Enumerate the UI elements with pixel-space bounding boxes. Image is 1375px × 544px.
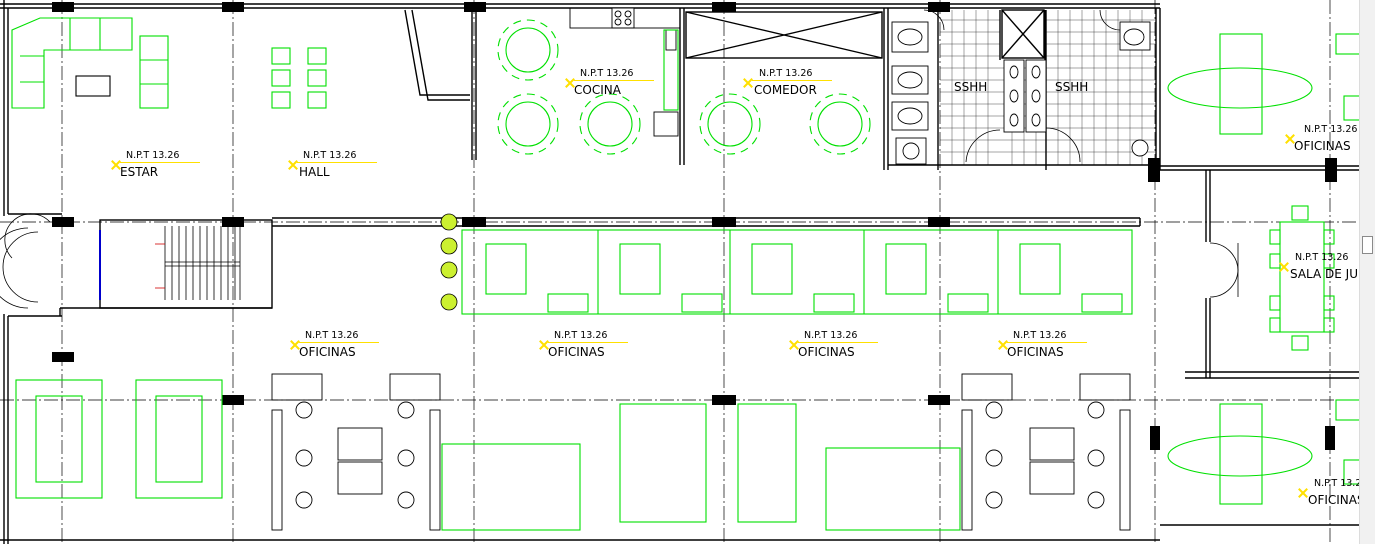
room-label-estar: ESTAR <box>120 165 159 179</box>
level-underline <box>798 342 878 343</box>
level-label-oficinas-top-right: N.P.T 13.26 <box>1304 124 1358 135</box>
furniture <box>11 17 1361 531</box>
level-mark-icon <box>1300 490 1306 496</box>
level-label-oficinas-1: N.P.T 13.26 <box>305 330 359 341</box>
level-label-cocina: N.P.T 13.26 <box>580 68 634 79</box>
level-label-comedor: N.P.T 13.26 <box>759 68 813 79</box>
level-underline <box>574 80 654 81</box>
level-mark-icon <box>791 342 797 348</box>
level-mark-icon <box>292 342 298 348</box>
room-label-hall: HALL <box>299 165 330 179</box>
level-mark-icon <box>290 162 296 168</box>
room-label-sshh-2: SSHH <box>1055 80 1089 94</box>
level-underline <box>297 162 377 163</box>
level-underline <box>548 342 628 343</box>
room-label-sshh-1: SSHH <box>954 80 988 94</box>
level-mark-icon <box>1281 264 1287 270</box>
doors <box>923 9 1239 298</box>
room-label-comedor: COMEDOR <box>754 83 817 97</box>
room-label-oficinas-bottom-right: OFICINAS <box>1308 493 1365 507</box>
level-label-oficinas-2: N.P.T 13.26 <box>554 330 608 341</box>
stairs <box>0 213 241 309</box>
room-label-oficinas-2: OFICINAS <box>548 345 605 359</box>
level-label-estar: N.P.T 13.26 <box>126 150 180 161</box>
room-label-cocina: COCINA <box>574 83 621 97</box>
room-label-oficinas-4: OFICINAS <box>1007 345 1064 359</box>
room-label-oficinas-top-right: OFICINAS <box>1294 139 1351 153</box>
room-label-sala-de-juntas: SALA DE JUN <box>1290 267 1367 281</box>
level-mark-icon <box>541 342 547 348</box>
level-underline <box>120 162 200 163</box>
bathroom-fixtures <box>569 7 1151 165</box>
level-underline <box>1007 342 1087 343</box>
level-mark-icon <box>745 80 751 86</box>
executive-desks <box>271 373 1131 531</box>
level-label-oficinas-4: N.P.T 13.26 <box>1013 330 1067 341</box>
planters <box>440 213 458 311</box>
level-mark-icon <box>113 162 119 168</box>
room-label-oficinas-3: OFICINAS <box>798 345 855 359</box>
room-label-oficinas-1: OFICINAS <box>299 345 356 359</box>
level-underline <box>299 342 379 343</box>
level-label-sala-de-juntas: N.P.T 13.26 <box>1295 252 1349 263</box>
level-underline <box>752 80 832 81</box>
level-mark-icon <box>1287 136 1293 142</box>
vertical-scrollbar[interactable] <box>1359 0 1375 544</box>
columns <box>52 2 1337 450</box>
level-mark-icon <box>1000 342 1006 348</box>
level-label-hall: N.P.T 13.26 <box>303 150 357 161</box>
level-mark-icon <box>567 80 573 86</box>
level-label-oficinas-3: N.P.T 13.26 <box>804 330 858 341</box>
scrollbar-thumb[interactable] <box>1362 236 1373 254</box>
level-label-oficinas-bottom-right: N.P.T 13.26 <box>1314 478 1368 489</box>
